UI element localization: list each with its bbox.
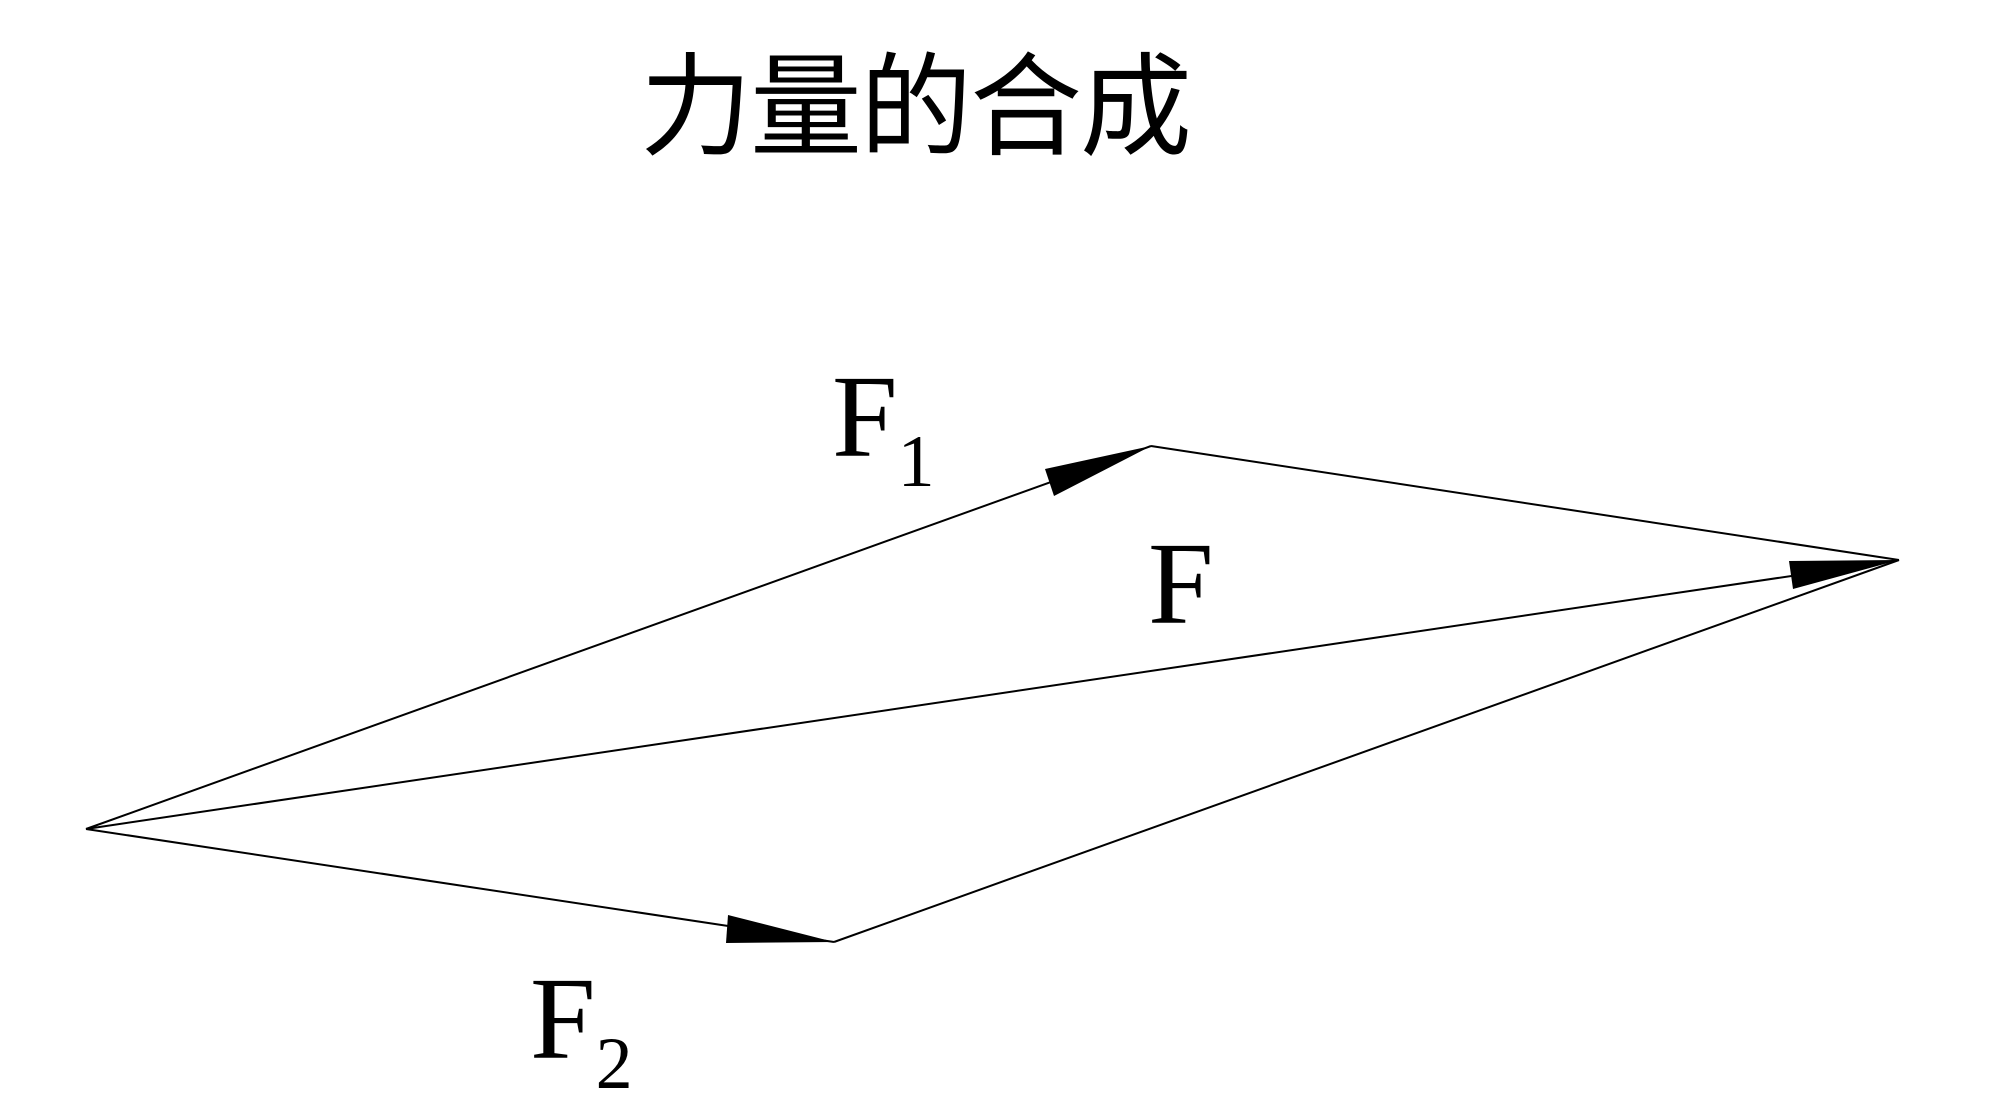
label-f1-main: F [832, 351, 898, 482]
vector-f-line [85, 559, 1900, 830]
label-f2-main: F [530, 953, 596, 1084]
label-f1: F1 [832, 358, 935, 500]
arrowhead-f2-icon [726, 915, 834, 943]
arrowhead-f-icon [1789, 560, 1899, 589]
diagram-title: 力量的合成 [640, 43, 1192, 173]
label-f2: F2 [530, 960, 633, 1102]
label-f-main: F [1148, 518, 1214, 649]
label-f: F [1148, 525, 1214, 643]
vector-f2-line [85, 828, 835, 943]
arrowhead-f1-icon [1045, 446, 1151, 496]
label-f1-sub: 1 [897, 421, 935, 503]
label-f2-sub: 2 [595, 1023, 633, 1105]
parallelogram-side-bottom [833, 559, 1900, 943]
vector-f1-line [85, 445, 1152, 830]
parallelogram-side-top [1150, 445, 1900, 561]
